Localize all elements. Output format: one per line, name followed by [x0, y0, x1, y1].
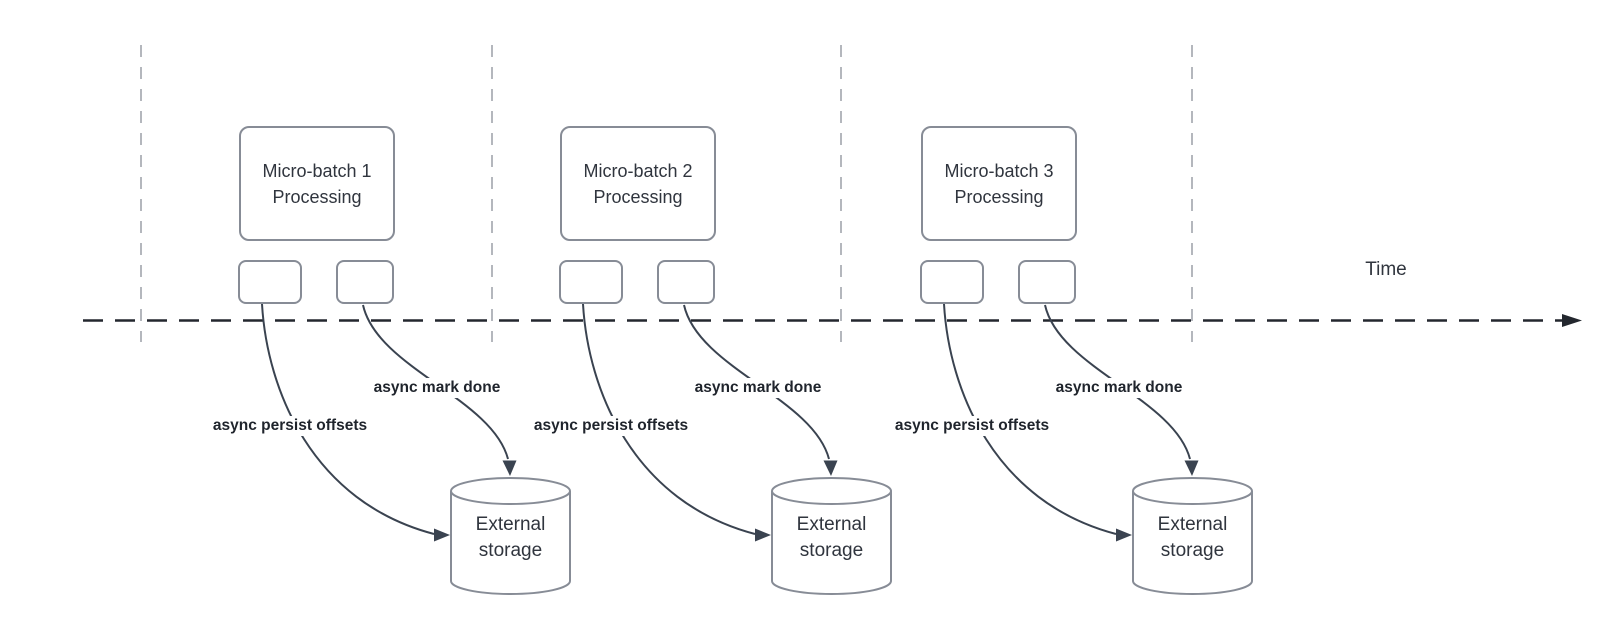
mark-done-task-box-2: [657, 260, 715, 304]
mark-done-arrow-label-3: async mark done: [1051, 378, 1187, 398]
external-storage-label-2: External storage: [796, 514, 867, 561]
persist-offsets-task-box-3: [920, 260, 984, 304]
persist-offsets-task-box-2: [559, 260, 623, 304]
external-storage-label-1: External storage: [475, 514, 546, 561]
persist-offsets-arrow-3: [943, 303, 1117, 535]
mark-done-task-box-1: [336, 260, 394, 304]
micro-batch-1-label: Micro-batch 1 Processing: [262, 160, 372, 207]
mark-done-arrow-label-1: async mark done: [369, 378, 505, 398]
persist-offsets-arrow-1: [261, 303, 435, 535]
persist-offsets-arrow-2: [582, 303, 756, 535]
time-axis-arrowhead-icon: [1562, 314, 1582, 327]
batch-group-3: Micro-batch 3 Processing async persist o…: [682, 0, 1600, 642]
external-storage-cylinder-top-3: [1132, 477, 1253, 505]
external-storage-cylinder-top-2: [771, 477, 892, 505]
external-storage-cylinder-body-1: [450, 491, 571, 595]
mark-done-arrow-label-2: async mark done: [690, 378, 826, 398]
mark-done-arrowhead-icon-2: [823, 460, 838, 476]
persist-offsets-arrow-label-1: async persist offsets: [208, 416, 372, 436]
persist-offsets-arrow-label-2: async persist offsets: [529, 416, 693, 436]
time-axis-label: Time: [1365, 259, 1407, 280]
external-storage-label-3: External storage: [1157, 514, 1228, 561]
batch-3-connector-group: [943, 303, 1253, 595]
micro-batch-2-label: Micro-batch 2 Processing: [583, 160, 693, 207]
persist-offsets-arrow-label-3: async persist offsets: [890, 416, 1054, 436]
persist-offsets-task-box-1: [238, 260, 302, 304]
external-storage-cylinder-body-2: [771, 491, 892, 595]
batch-group-2: Micro-batch 2 Processing async persist o…: [321, 0, 1600, 642]
mark-done-task-box-3: [1018, 260, 1076, 304]
external-storage-cylinder-top-1: [450, 477, 571, 505]
micro-batch-3-label: Micro-batch 3 Processing: [944, 160, 1054, 207]
external-storage-cylinder-body-3: [1132, 491, 1253, 595]
micro-batch-2-processing-box: Micro-batch 2 Processing: [560, 126, 716, 241]
persist-offsets-arrowhead-icon-3: [1116, 528, 1132, 542]
persist-offsets-arrowhead-icon-2: [755, 528, 771, 542]
mark-done-arrowhead-icon-1: [502, 460, 517, 476]
batch-2-connector-group: [582, 303, 892, 595]
persist-offsets-arrowhead-icon-1: [434, 528, 450, 542]
micro-batch-1-processing-box: Micro-batch 1 Processing: [239, 126, 395, 241]
micro-batch-3-processing-box: Micro-batch 3 Processing: [921, 126, 1077, 241]
mark-done-arrowhead-icon-3: [1184, 460, 1199, 476]
